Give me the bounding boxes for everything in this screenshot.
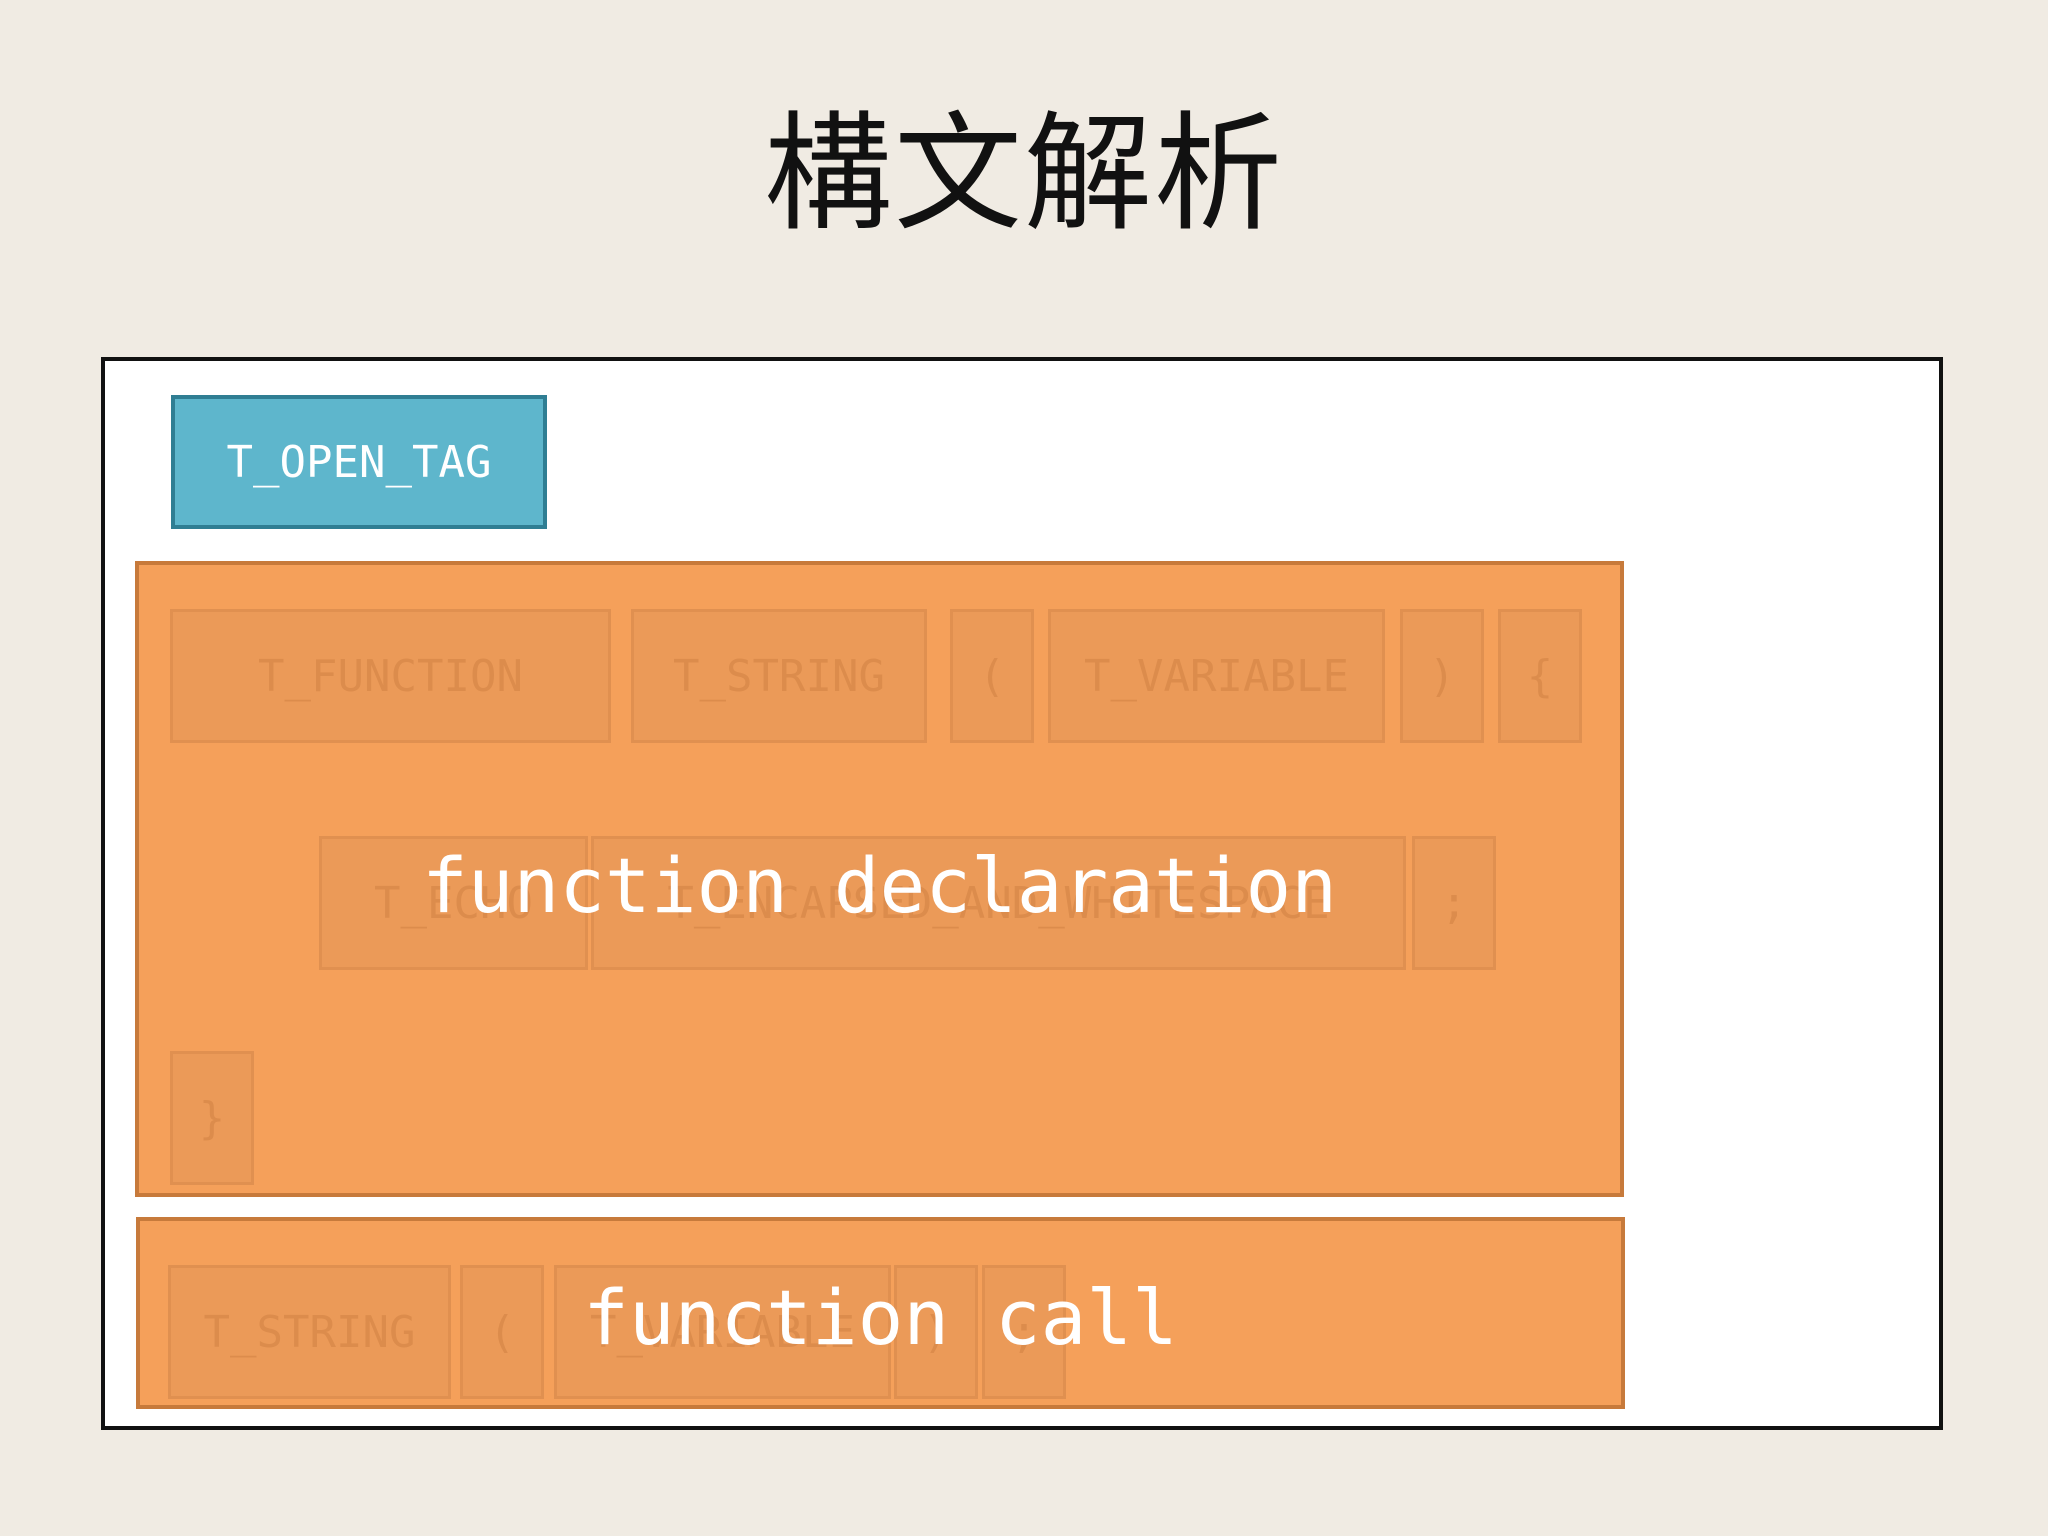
function-declaration-group: T_FUNCTION T_STRING ( T_VARIABLE ) { T_E… bbox=[135, 561, 1624, 1197]
token-function: T_FUNCTION bbox=[170, 609, 611, 743]
token-open-tag: T_OPEN_TAG bbox=[171, 395, 547, 529]
function-declaration-label: function declaration bbox=[421, 841, 1338, 930]
token-call-variable: T_VARIABLE bbox=[554, 1265, 891, 1399]
token-call-open-paren: ( bbox=[460, 1265, 544, 1399]
token-encapsed-and-whitespace: T_ENCAPSED_AND_WHITESPACE bbox=[591, 836, 1406, 970]
token-semicolon: ; bbox=[1412, 836, 1496, 970]
token-string: T_STRING bbox=[631, 609, 927, 743]
token-call-semicolon: ; bbox=[982, 1265, 1066, 1399]
token-echo: T_ECHO bbox=[319, 836, 588, 970]
function-call-group: T_STRING ( T_VARIABLE ) ; function call bbox=[136, 1217, 1625, 1409]
token-open-paren: ( bbox=[950, 609, 1034, 743]
token-close-brace: } bbox=[170, 1051, 254, 1185]
token-open-brace: { bbox=[1498, 609, 1582, 743]
token-close-paren: ) bbox=[1400, 609, 1484, 743]
slide-title: 構文解析 bbox=[763, 100, 1284, 249]
token-call-string: T_STRING bbox=[168, 1265, 451, 1399]
function-call-label: function call bbox=[583, 1273, 1178, 1362]
token-variable: T_VARIABLE bbox=[1048, 609, 1385, 743]
token-call-close-paren: ) bbox=[894, 1265, 978, 1399]
